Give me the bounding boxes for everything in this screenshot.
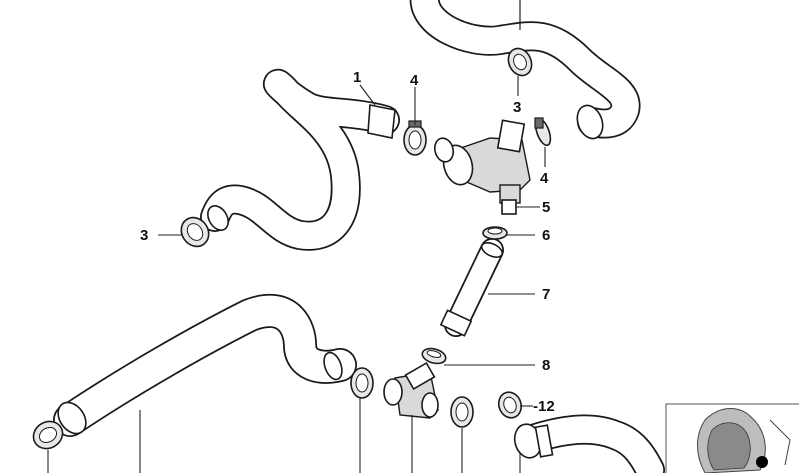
hose-top-right bbox=[409, 0, 641, 140]
t-connector bbox=[383, 361, 439, 419]
callout-7: 7 bbox=[542, 286, 550, 303]
locator-dot-icon bbox=[756, 456, 768, 468]
callout-3a: 3 bbox=[513, 99, 521, 116]
hose-bottom-right bbox=[513, 414, 665, 473]
callout-5: 5 bbox=[542, 199, 550, 216]
callout-3b: 3 bbox=[140, 227, 148, 244]
clamp-3b bbox=[180, 216, 210, 248]
clamp-6 bbox=[482, 226, 508, 240]
hose-7 bbox=[439, 238, 504, 337]
callout-4b: 4 bbox=[540, 170, 549, 187]
clamp-bottom-left bbox=[32, 420, 64, 450]
clamp-8 bbox=[421, 347, 447, 365]
clamp-middle-left bbox=[350, 367, 374, 399]
clamp-middle-right bbox=[450, 396, 474, 428]
clamp-3a bbox=[507, 47, 533, 77]
clamp-12 bbox=[497, 391, 523, 419]
vehicle-locator-thumbnail[interactable] bbox=[665, 403, 799, 473]
clamp-4b bbox=[534, 117, 552, 147]
clamp-4a bbox=[403, 120, 427, 156]
callout-6: 6 bbox=[542, 227, 550, 244]
valve-assembly bbox=[433, 119, 531, 215]
leader-lines bbox=[47, 76, 546, 473]
callout-12: -12 bbox=[533, 398, 555, 415]
callout-8: 8 bbox=[542, 357, 550, 374]
hose-1 bbox=[200, 68, 400, 251]
callout-4a: 4 bbox=[410, 72, 419, 89]
callout-1: 1 bbox=[353, 69, 361, 86]
hose-bottom-left bbox=[53, 293, 357, 437]
